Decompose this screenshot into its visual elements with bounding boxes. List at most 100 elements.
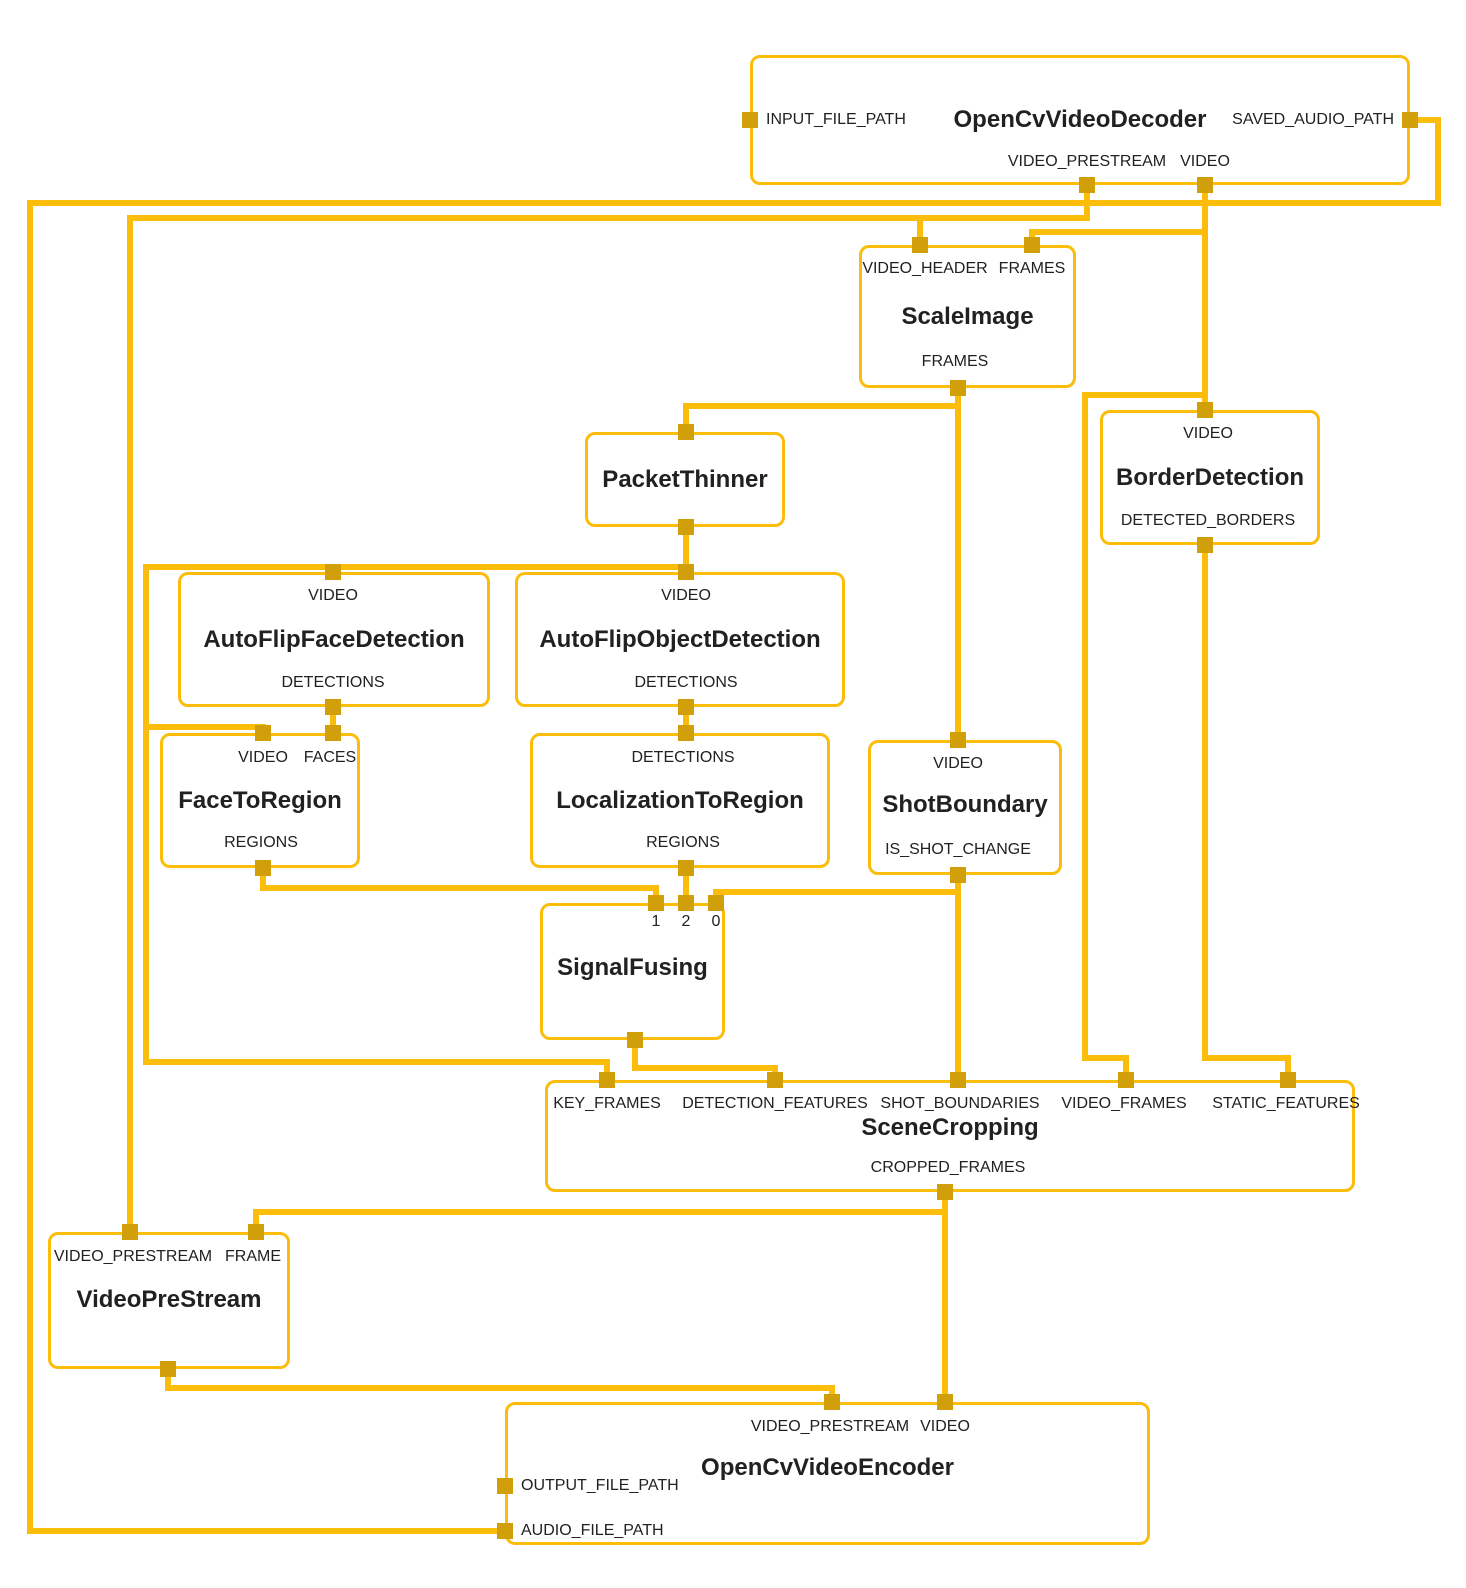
port-marker-shot-boundary-is-shot-change[interactable]	[950, 867, 966, 883]
node-title-face-to-region: FaceToRegion	[178, 786, 342, 814]
edge-prestream-out-to-encoder-seg1	[165, 1385, 835, 1391]
port-marker-open-cv-video-decoder-video[interactable]	[1197, 177, 1213, 193]
edge-raw-video-to-scale-frames-seg0	[1029, 229, 1208, 235]
port-label-localization-to-region-detections: DETECTIONS	[631, 749, 735, 766]
edge-borders-to-static-features-seg1	[1202, 1055, 1291, 1061]
port-marker-open-cv-video-encoder-video-prestream[interactable]	[824, 1394, 840, 1410]
node-title-auto-flip-face-detection: AutoFlipFaceDetection	[203, 625, 465, 653]
port-label-open-cv-video-encoder-video: VIDEO	[920, 1418, 970, 1435]
node-title-shot-boundary: ShotBoundary	[882, 791, 1048, 818]
port-marker-scene-cropping-static-features[interactable]	[1280, 1072, 1296, 1088]
port-marker-scale-image-frames[interactable]	[950, 380, 966, 396]
port-marker-open-cv-video-decoder-saved-audio-path[interactable]	[1402, 112, 1418, 128]
port-marker-video-pre-stream-stream[interactable]	[160, 1361, 176, 1377]
port-label-open-cv-video-encoder-video-prestream: VIDEO_PRESTREAM	[750, 1418, 910, 1435]
edge-thinner-to-object-detection-seg0	[683, 524, 689, 575]
edge-thinner-bus-to-key-frames-seg2	[143, 1059, 610, 1065]
port-marker-signal-fusing-stream[interactable]	[627, 1032, 643, 1048]
edge-scaled-frames-to-thinner-seg0	[683, 403, 961, 409]
node-auto-flip-face-detection[interactable]	[178, 572, 490, 707]
node-title-scale-image: ScaleImage	[901, 302, 1034, 330]
port-label-border-detection-detected-borders: DETECTED_BORDERS	[1120, 512, 1296, 529]
port-label-open-cv-video-decoder-video-prestream: VIDEO_PRESTREAM	[1007, 153, 1167, 170]
edge-scaled-frames-to-thinner-seg1	[683, 403, 689, 435]
port-marker-face-to-region-regions[interactable]	[255, 860, 271, 876]
edge-cropped-frames-to-frame-seg1	[253, 1209, 259, 1235]
edge-video-prestream-bus-seg2	[127, 215, 133, 1235]
edge-cropped-frames-to-frame-seg0	[253, 1209, 948, 1215]
port-marker-open-cv-video-encoder-video[interactable]	[937, 1394, 953, 1410]
edge-raw-video-to-video-frames-seg0	[1082, 392, 1208, 398]
edge-thinner-bus-to-key-frames-seg0	[143, 564, 689, 570]
port-marker-face-to-region-video[interactable]	[255, 725, 271, 741]
node-title-signal-fusing: SignalFusing	[557, 954, 708, 981]
port-label-scene-cropping-detection-features: DETECTION_FEATURES	[682, 1095, 868, 1112]
port-marker-scene-cropping-cropped-frames[interactable]	[937, 1184, 953, 1200]
port-label-signal-fusing-1: 1	[651, 913, 661, 930]
port-marker-face-to-region-faces[interactable]	[325, 725, 341, 741]
edge-saved-audio-to-audio-file-seg0	[1407, 117, 1441, 123]
port-marker-open-cv-video-encoder-audio-file-path[interactable]	[497, 1523, 513, 1539]
port-label-auto-flip-object-detection-video: VIDEO	[661, 587, 711, 604]
port-marker-border-detection-video[interactable]	[1197, 402, 1213, 418]
port-marker-signal-fusing-1[interactable]	[648, 895, 664, 911]
port-label-auto-flip-object-detection-detections: DETECTIONS	[634, 674, 738, 691]
port-marker-auto-flip-object-detection-video[interactable]	[678, 564, 694, 580]
port-label-video-pre-stream-video-prestream: VIDEO_PRESTREAM	[53, 1248, 213, 1265]
edge-cropped-frames-to-encoder-seg0	[942, 1189, 948, 1405]
port-marker-open-cv-video-decoder-input-file-path[interactable]	[742, 112, 758, 128]
port-marker-open-cv-video-decoder-video-prestream[interactable]	[1079, 177, 1095, 193]
port-marker-signal-fusing-0[interactable]	[708, 895, 724, 911]
port-marker-localization-to-region-detections[interactable]	[678, 725, 694, 741]
node-title-open-cv-video-decoder: OpenCvVideoDecoder	[953, 106, 1207, 133]
port-marker-shot-boundary-video[interactable]	[950, 732, 966, 748]
node-open-cv-video-encoder[interactable]	[505, 1402, 1150, 1545]
edge-thinner-bus-to-key-frames-seg1	[143, 564, 149, 1065]
port-label-shot-boundary-is-shot-change: IS_SHOT_CHANGE	[885, 841, 1031, 858]
edge-raw-video-down-seg0	[1202, 182, 1208, 413]
port-marker-packet-thinner-stream[interactable]	[678, 424, 694, 440]
port-marker-open-cv-video-encoder-output-file-path[interactable]	[497, 1478, 513, 1494]
edge-raw-video-to-video-frames-seg1	[1082, 392, 1088, 1061]
port-marker-scene-cropping-shot-boundaries[interactable]	[950, 1072, 966, 1088]
edge-saved-audio-to-audio-file-seg1	[1435, 117, 1441, 206]
node-title-localization-to-region: LocalizationToRegion	[556, 786, 804, 814]
port-marker-border-detection-detected-borders[interactable]	[1197, 537, 1213, 553]
node-title-packet-thinner: PacketThinner	[602, 465, 768, 493]
port-marker-auto-flip-object-detection-detections[interactable]	[678, 699, 694, 715]
port-label-video-pre-stream-frame: FRAME	[225, 1248, 281, 1265]
port-label-border-detection-video: VIDEO	[1183, 425, 1233, 442]
edge-shot-change-to-fusing-0-seg0	[713, 889, 961, 895]
edge-scaled-frames-to-shot-boundary-seg0	[955, 385, 961, 743]
edge-saved-audio-to-audio-file-seg3	[27, 200, 33, 1534]
port-marker-signal-fusing-2[interactable]	[678, 895, 694, 911]
edge-shot-change-to-boundaries-seg0	[955, 872, 961, 1083]
port-label-signal-fusing-2: 2	[681, 913, 691, 930]
node-title-video-pre-stream: VideoPreStream	[76, 1286, 262, 1313]
port-label-auto-flip-face-detection-detections: DETECTIONS	[281, 674, 385, 691]
port-label-open-cv-video-decoder-input-file-path: INPUT_FILE_PATH	[766, 111, 906, 128]
port-marker-scene-cropping-key-frames[interactable]	[599, 1072, 615, 1088]
port-marker-scene-cropping-video-frames[interactable]	[1118, 1072, 1134, 1088]
edge-object-regions-to-fusing-2-seg0	[683, 865, 689, 906]
node-video-pre-stream[interactable]	[48, 1232, 290, 1369]
edge-face-regions-to-fusing-1-seg0	[260, 865, 266, 891]
node-packet-thinner[interactable]	[585, 432, 785, 527]
port-marker-localization-to-region-regions[interactable]	[678, 860, 694, 876]
node-scale-image[interactable]	[859, 245, 1076, 388]
edge-object-detections-to-region-seg0	[683, 704, 689, 736]
node-signal-fusing[interactable]	[540, 903, 725, 1040]
port-marker-auto-flip-face-detection-video[interactable]	[325, 564, 341, 580]
port-label-localization-to-region-regions: REGIONS	[646, 834, 720, 851]
port-marker-video-pre-stream-frame[interactable]	[248, 1224, 264, 1240]
edge-face-regions-to-fusing-1-seg1	[260, 885, 659, 891]
port-marker-scene-cropping-detection-features[interactable]	[767, 1072, 783, 1088]
port-marker-video-pre-stream-video-prestream[interactable]	[122, 1224, 138, 1240]
port-marker-scale-image-frames[interactable]	[1024, 237, 1040, 253]
edge-borders-to-static-features-seg0	[1202, 542, 1208, 1061]
port-marker-scale-image-video-header[interactable]	[912, 237, 928, 253]
port-label-scale-image-video-header: VIDEO_HEADER	[862, 260, 988, 277]
port-label-scene-cropping-cropped-frames: CROPPED_FRAMES	[870, 1159, 1026, 1176]
port-marker-auto-flip-face-detection-detections[interactable]	[325, 699, 341, 715]
port-marker-packet-thinner-stream[interactable]	[678, 519, 694, 535]
